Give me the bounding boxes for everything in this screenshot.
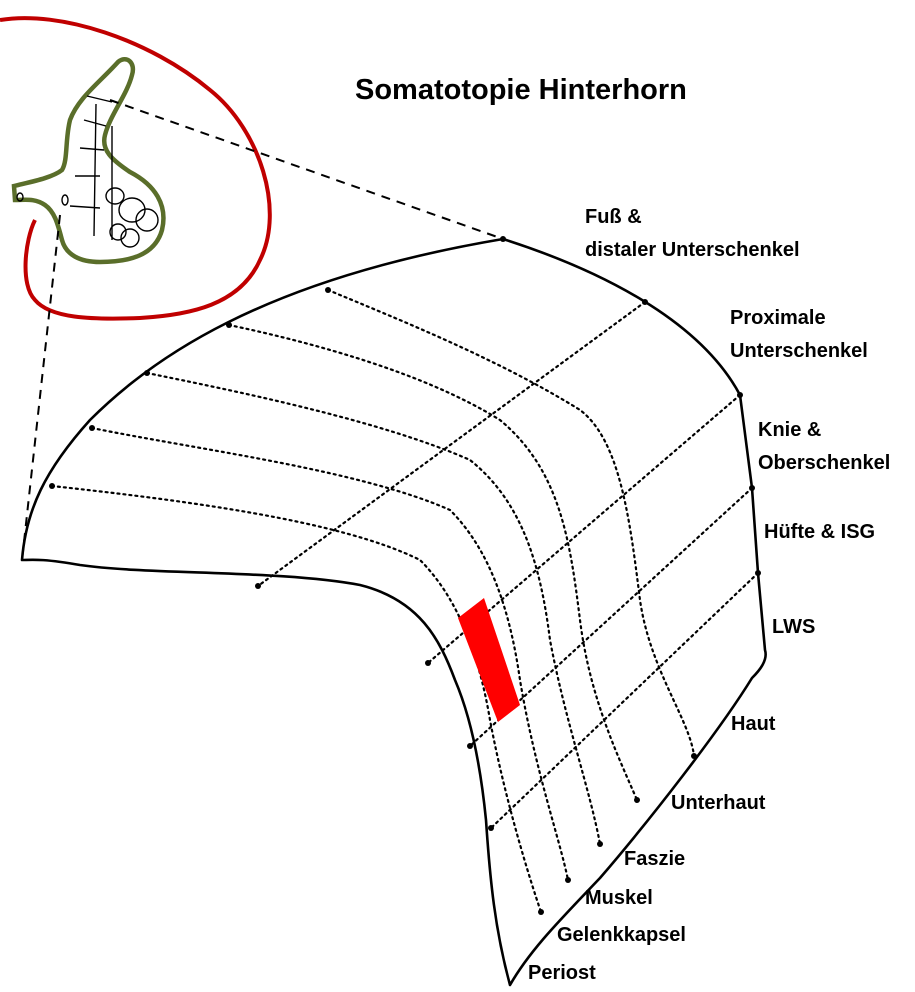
- label-muscle: Muskel: [585, 887, 653, 909]
- label-proximal-lower-leg: Proximale Unterschenkel: [730, 307, 868, 362]
- label-foot-line2: distaler Unterschenkel: [585, 239, 800, 261]
- gray-matter-outline: [14, 59, 163, 262]
- label-proximal-line1: Proximale: [730, 307, 826, 329]
- diagram-title: Somatotopie Hinterhorn: [355, 74, 687, 106]
- label-fascia: Faszie: [624, 848, 685, 870]
- label-subcutis: Unterhaut: [671, 792, 766, 814]
- label-hip-isg: Hüfte & ISG: [764, 521, 875, 543]
- label-lws: LWS: [772, 616, 815, 638]
- highlight-region: [458, 598, 520, 722]
- spinal-cord-section: [0, 18, 270, 319]
- label-foot: Fuß & distaler Unterschenkel: [585, 206, 800, 261]
- label-knee-line2: Oberschenkel: [758, 452, 890, 474]
- nucleus-5: [106, 188, 124, 204]
- zoom-line-top: [110, 100, 503, 239]
- lamina-curve-5: [52, 486, 541, 912]
- lamina-lines: [70, 96, 112, 240]
- segment-line-1: [258, 302, 645, 586]
- label-joint-capsule: Gelenkkapsel: [557, 924, 686, 946]
- label-foot-line1: Fuß &: [585, 206, 642, 228]
- dorsal-horn-outline: [22, 239, 766, 985]
- label-periosteum: Periost: [528, 962, 596, 984]
- spinal-cord-outline: [0, 18, 270, 319]
- label-proximal-line2: Unterschenkel: [730, 340, 868, 362]
- label-knee-thigh: Knie & Oberschenkel: [758, 419, 890, 474]
- label-skin: Haut: [731, 713, 776, 735]
- lamina-curve-3: [147, 373, 600, 844]
- segment-line-4: [491, 573, 758, 828]
- central-canal: [62, 195, 68, 205]
- label-knee-line1: Knie &: [758, 419, 821, 441]
- zoom-line-bottom: [22, 215, 60, 560]
